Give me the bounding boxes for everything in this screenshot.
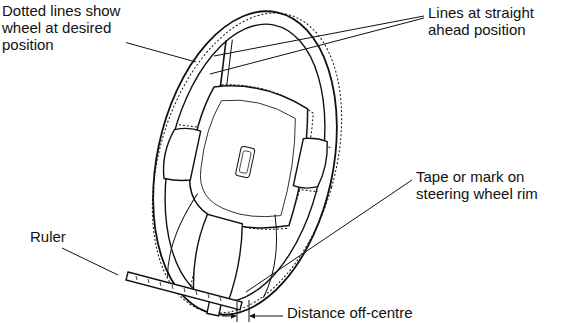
steering-wheel bbox=[127, 0, 363, 323]
callout-text: Tape or mark on steering wheel rim bbox=[416, 168, 566, 202]
ruler bbox=[126, 272, 242, 310]
callout-text: Dotted lines show wheel at desired posit… bbox=[2, 2, 126, 53]
dimension-label: Distance off-centre bbox=[287, 304, 413, 321]
distance-dimension bbox=[222, 300, 264, 322]
callout-text: Lines at straight ahead position bbox=[428, 4, 558, 38]
desired-wheel-outline bbox=[120, 0, 374, 323]
leader-lines bbox=[62, 16, 424, 316]
part-name: Ruler bbox=[30, 228, 66, 245]
